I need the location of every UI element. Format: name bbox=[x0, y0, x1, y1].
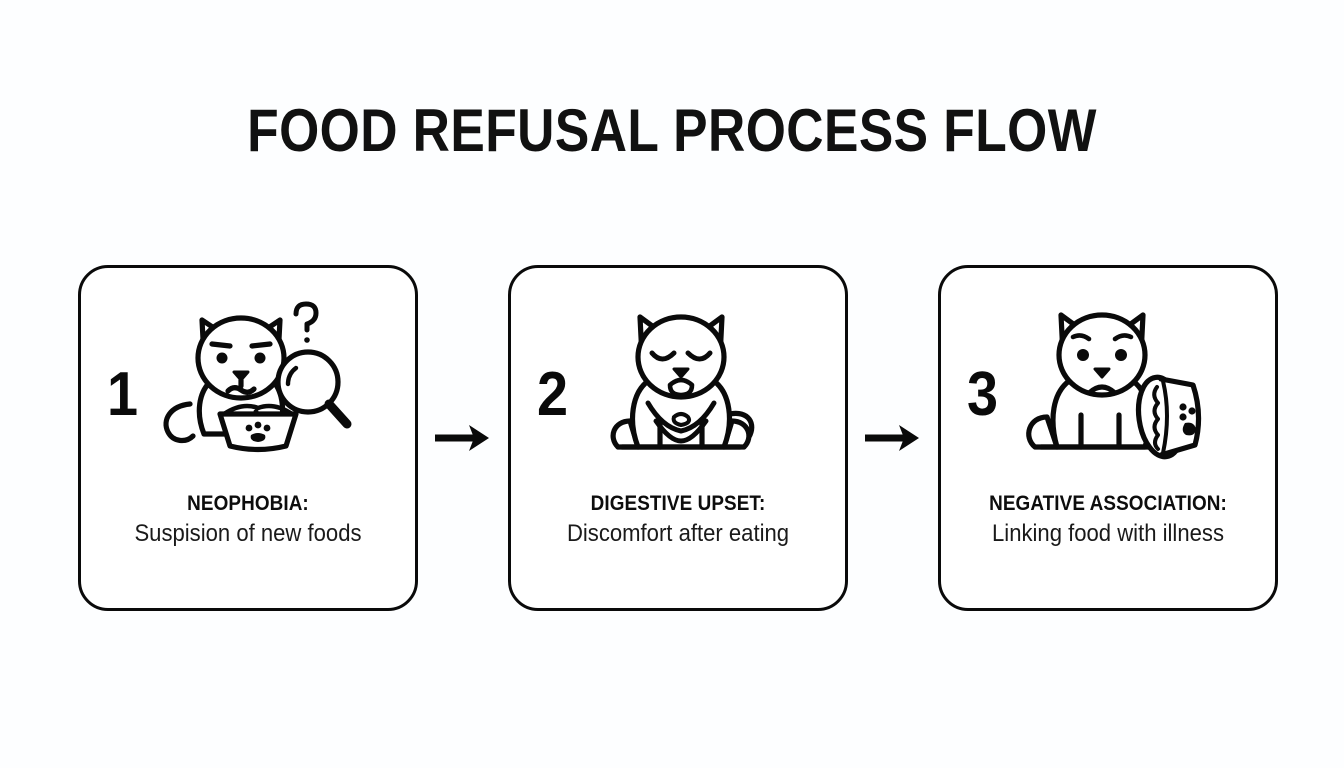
step-description-1: Suspision of new foods bbox=[134, 520, 362, 547]
step-description-2: Discomfort after eating bbox=[566, 520, 790, 547]
step-caption-1: NEOPHOBIA: Suspision of new foods bbox=[87, 490, 409, 548]
process-step-card-1[interactable]: 1 bbox=[78, 265, 418, 611]
arrow-right-icon bbox=[435, 425, 489, 451]
step-title-3: NEGATIVE ASSOCIATION: bbox=[989, 492, 1227, 515]
step-title-1: NEOPHOBIA: bbox=[187, 492, 309, 515]
process-flow-row: 1 bbox=[78, 265, 1278, 611]
process-step-card-3[interactable]: 3 bbox=[938, 265, 1278, 611]
step-number-2: 2 bbox=[537, 360, 569, 429]
page-title: FOOD REFUSAL PROCESS FLOW bbox=[247, 97, 1097, 164]
flow-connector-1 bbox=[418, 265, 508, 611]
sad-dog-with-tipped-bowl-icon bbox=[941, 286, 1281, 476]
step-number-3: 3 bbox=[967, 360, 999, 429]
sick-dog-holding-belly-icon bbox=[511, 286, 851, 476]
suspicious-dog-with-bowl-and-magnifier-icon bbox=[81, 286, 421, 476]
step-caption-3: NEGATIVE ASSOCIATION: Linking food with … bbox=[947, 490, 1269, 548]
process-step-card-2[interactable]: 2 bbox=[508, 265, 848, 611]
step-description-3: Linking food with illness bbox=[992, 520, 1224, 547]
step-number-1: 1 bbox=[107, 360, 139, 429]
step-caption-2: DIGESTIVE UPSET: Discomfort after eating bbox=[517, 490, 839, 548]
flow-connector-2 bbox=[848, 265, 938, 611]
arrow-right-icon bbox=[865, 425, 919, 451]
step-title-2: DIGESTIVE UPSET: bbox=[590, 492, 766, 515]
